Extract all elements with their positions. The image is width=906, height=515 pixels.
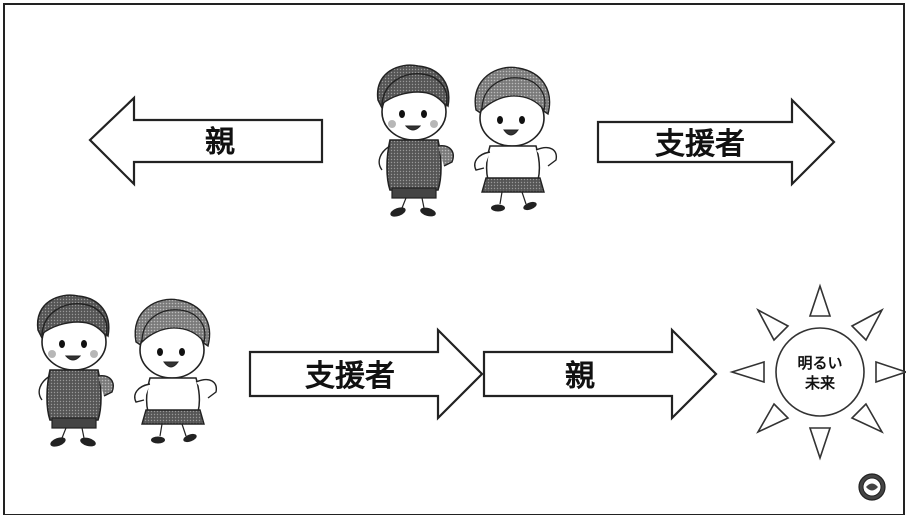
sun-ray xyxy=(850,308,884,342)
bottom-children-illustration xyxy=(36,294,218,450)
top-left-arrow: 親 xyxy=(88,95,324,187)
sun-ray xyxy=(875,360,906,384)
sun-ray xyxy=(756,308,790,342)
top-right-arrow: 支援者 xyxy=(596,97,836,187)
boy-figure-bottom xyxy=(36,294,115,450)
sun-ray xyxy=(729,360,765,384)
sun-ray xyxy=(808,283,832,317)
sun-disc xyxy=(775,327,865,417)
slide-frame xyxy=(3,3,905,515)
sun-ray xyxy=(756,402,790,434)
girl-figure-bottom xyxy=(133,298,218,445)
sun-ray xyxy=(808,427,832,461)
bottom-first-arrow-label: 支援者 xyxy=(305,359,395,394)
boy-figure xyxy=(376,64,455,220)
sun-ray xyxy=(850,402,884,434)
bottom-second-arrow-label: 親 xyxy=(565,359,595,394)
girl-figure xyxy=(473,66,558,213)
bottom-second-arrow: 親 xyxy=(482,327,718,421)
sun-text-line2: 未来 xyxy=(804,374,836,392)
top-children-illustration xyxy=(376,64,558,220)
top-left-arrow-label: 親 xyxy=(205,125,235,160)
sun-bright-future: 明るい 未来 xyxy=(729,283,906,461)
seal-logo-icon xyxy=(858,473,886,501)
top-right-arrow-label: 支援者 xyxy=(655,127,745,162)
sun-text-line1: 明るい xyxy=(797,354,842,372)
bottom-first-arrow: 支援者 xyxy=(248,327,484,421)
